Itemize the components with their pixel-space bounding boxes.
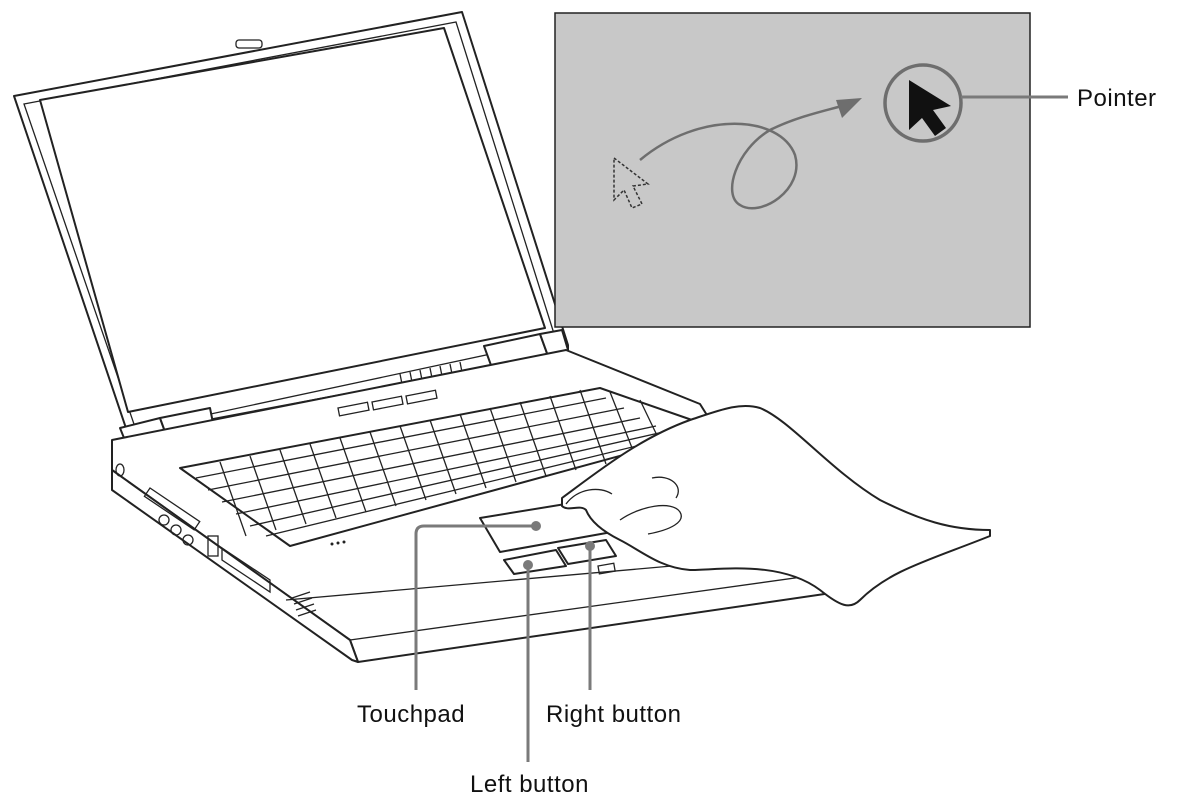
screen-zoom-panel	[555, 13, 1030, 327]
pointer-label: Pointer	[1077, 85, 1157, 112]
touchpad-label: Touchpad	[357, 701, 465, 728]
right-button-dot	[585, 541, 595, 551]
right-button-label: Right button	[546, 701, 681, 728]
left-button-label: Left button	[470, 771, 589, 798]
touchpad-dot	[531, 521, 541, 531]
lid-latch	[236, 40, 262, 48]
left-button-dot	[523, 560, 533, 570]
screen-panel	[555, 13, 1030, 327]
